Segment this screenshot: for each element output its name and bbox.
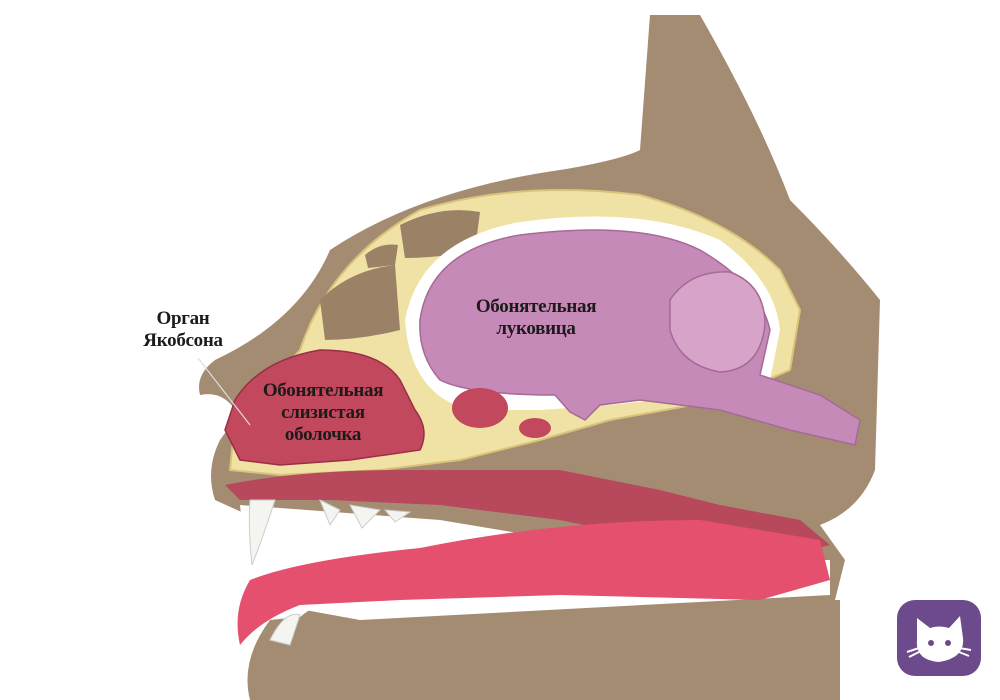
label-vomeronasal-organ: Орган Якобсона xyxy=(143,308,223,351)
lower-canine xyxy=(269,613,301,646)
label-olfactory-bulb: Обонятельная луковица xyxy=(475,296,597,339)
label-pointer-line xyxy=(197,357,251,426)
label-olfactory-mucosa: Обонятельная слизистая оболочка xyxy=(262,380,384,445)
nasal-sinus xyxy=(320,265,400,340)
cat-face-icon xyxy=(906,616,972,662)
cerebellum xyxy=(669,271,766,373)
tongue xyxy=(237,520,831,645)
app-logo xyxy=(897,600,981,676)
nasal-sinus-small xyxy=(365,244,398,268)
canine-tooth xyxy=(248,499,276,566)
olfactory-mucosa xyxy=(224,349,425,466)
turbinate xyxy=(452,388,508,428)
teeth xyxy=(319,498,412,529)
turbinate-small xyxy=(519,418,551,438)
